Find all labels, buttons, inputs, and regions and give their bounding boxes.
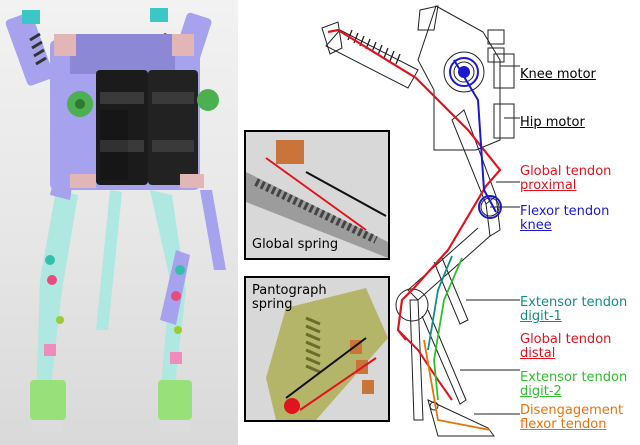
global-spring-drawing xyxy=(246,140,388,258)
extensor-tendon-digit2-label: Extensor tendon digit-2 xyxy=(520,371,627,399)
pantograph-spring-drawing xyxy=(266,288,388,420)
extensor-tendon-digit2-line2: digit-2 xyxy=(520,384,562,399)
robot-render xyxy=(0,0,238,445)
global-spring-inset: Global spring xyxy=(244,130,390,260)
flexor-tendon-knee-line1: Flexor tendon xyxy=(520,204,610,219)
global-tendon-proximal-line1: Global tendon xyxy=(520,164,612,179)
extensor-tendon-digit1-label: Extensor tendon digit-1 xyxy=(520,296,627,324)
pantograph-spring-inset: Pantograph spring xyxy=(244,276,390,422)
extensor-tendon-digit1-line1: Extensor tendon xyxy=(520,295,628,310)
global-tendon-distal-line1: Global tendon xyxy=(520,332,612,347)
global-tendon-distal-line2: distal xyxy=(520,346,556,361)
global-tendon-distal-label: Global tendon distal xyxy=(520,333,611,361)
extensor-tendon-digit2-line1: Extensor tendon xyxy=(520,370,628,385)
pantograph-label: Pantograph spring xyxy=(252,284,327,312)
knee-motor-label: Knee motor xyxy=(520,67,596,82)
disengagement-flexor-tendon-label: Disengagement flexor tendon xyxy=(520,404,623,432)
flexor-tendon-knee-label: Flexor tendon knee xyxy=(520,205,609,233)
pantograph-label-line1: Pantograph xyxy=(252,283,327,298)
extensor-tendon-digit1-line2: digit-1 xyxy=(520,309,562,324)
global-tendon-proximal-label: Global tendon proximal xyxy=(520,165,611,193)
global-spring-label: Global spring xyxy=(252,237,339,252)
flexor-tendon-knee-line2: knee xyxy=(520,218,552,233)
disengagement-line2: flexor tendon xyxy=(520,417,607,432)
robot-render-drawing xyxy=(5,8,226,432)
disengagement-line1: Disengagement xyxy=(520,403,624,418)
pantograph-label-line2: spring xyxy=(252,297,293,312)
hip-motor-label: Hip motor xyxy=(520,115,585,130)
global-tendon-proximal-line2: proximal xyxy=(520,178,577,193)
leg-schematic xyxy=(321,5,520,437)
